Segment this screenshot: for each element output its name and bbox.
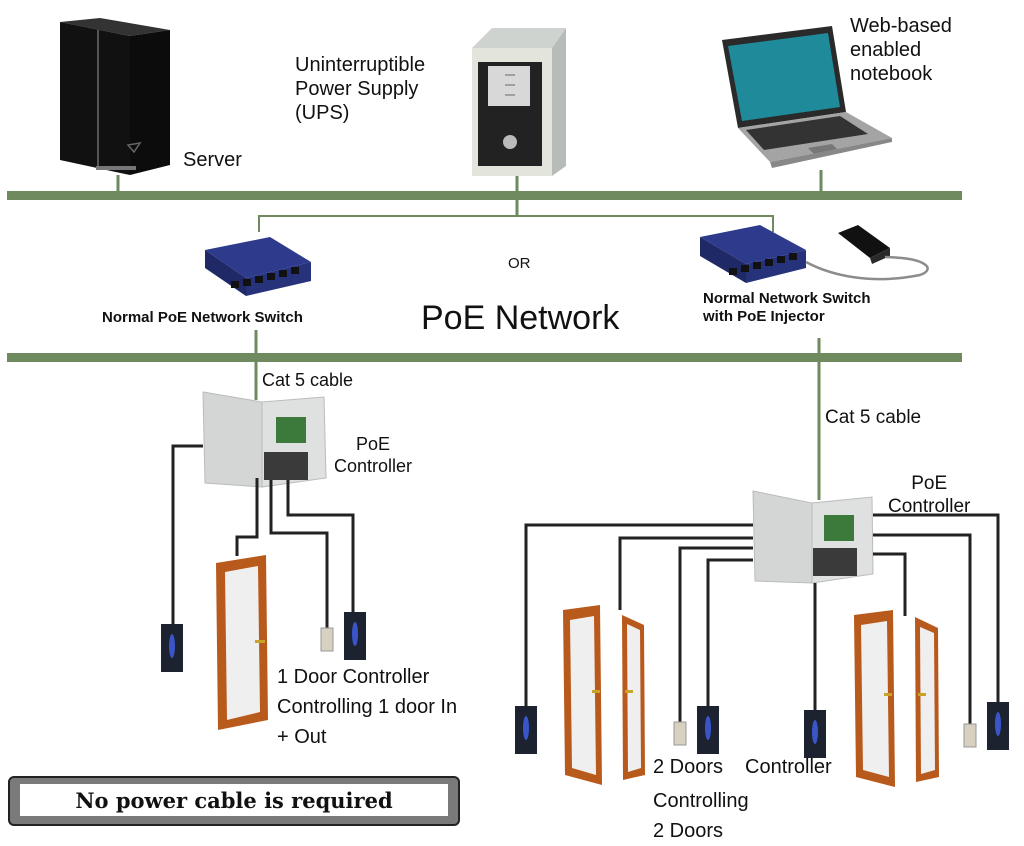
card-reader-icon (697, 706, 719, 754)
controller-right-label: PoE Controller (888, 473, 971, 517)
notebook-label: Web-based enabled notebook (850, 15, 952, 85)
poe-injector-icon (805, 225, 929, 281)
note-text: No power cable is required (20, 784, 448, 816)
exit-button-icon (320, 627, 334, 652)
network-switch-icon (700, 225, 806, 283)
card-reader-icon (804, 710, 826, 758)
switch-injector-label: Normal Network Switch with PoE Injector (703, 290, 871, 325)
server-icon (60, 18, 170, 175)
two-doors-caption-c: Controlling 2 Doors (653, 790, 749, 842)
card-reader-icon (987, 702, 1009, 750)
card-reader-icon (161, 624, 183, 672)
controller-left-label: PoE Controller (334, 434, 413, 476)
two-doors-caption-a: 2 Doors (653, 756, 724, 778)
controller-right-icon (752, 490, 874, 584)
door-double-left-icon (563, 605, 645, 785)
exit-button-icon (963, 723, 977, 748)
diagram-title: PoE Network (421, 299, 620, 337)
poe-network-bus (7, 353, 962, 362)
card-reader-icon (344, 612, 366, 660)
door-single-icon (216, 555, 268, 730)
exit-button-icon (673, 721, 687, 746)
controller-left-icon (202, 391, 327, 488)
controller-right-cables (524, 513, 1000, 724)
controller-left-cables (171, 444, 355, 628)
ups-icon (472, 28, 566, 176)
cable-label-right: Cat 5 cable (825, 407, 922, 428)
top-network-bus (7, 191, 962, 200)
or-separator: OR (508, 255, 531, 272)
notebook-icon (722, 26, 892, 168)
note-box: No power cable is required (8, 776, 460, 826)
server-label: Server (183, 149, 242, 171)
ups-label: Uninterruptible Power Supply (UPS) (295, 54, 426, 124)
one-door-caption: 1 Door Controller Controlling 1 door In … (277, 666, 458, 748)
poe-switch-label: Normal PoE Network Switch (102, 309, 303, 326)
two-doors-caption-b: Controller (745, 756, 832, 778)
cable-label-left: Cat 5 cable (262, 370, 354, 390)
switch-split-link (258, 215, 774, 232)
door-double-right-icon (854, 610, 939, 787)
card-reader-icon (515, 706, 537, 754)
poe-switch-icon (205, 237, 311, 296)
